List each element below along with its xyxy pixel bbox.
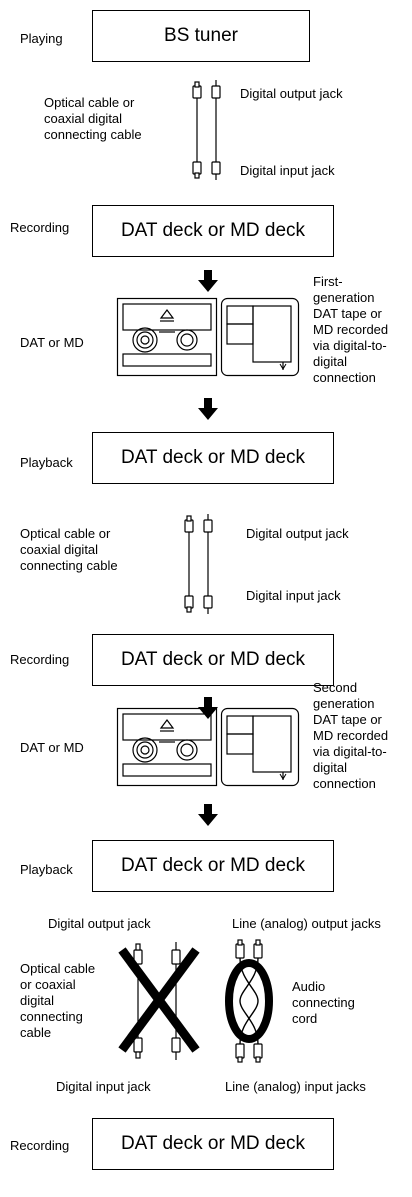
device-box: DAT deck or MD deck — [92, 205, 334, 257]
prohibited-digital-cable-icon — [118, 942, 200, 1060]
cable-label: Optical cable or coaxial digital connect… — [20, 526, 118, 573]
digital-output-label: Digital output jack — [48, 916, 151, 931]
device-box: DAT deck or MD deck — [92, 432, 334, 484]
stage-role-label: Recording — [10, 652, 70, 667]
device-box: DAT deck or MD deck — [92, 840, 334, 892]
md-disc-icon — [220, 707, 300, 787]
stage-role-label: Recording — [10, 220, 70, 235]
md-disc-icon — [220, 297, 300, 377]
arrow-down-icon — [198, 804, 218, 826]
media-label: DAT or MD — [20, 740, 84, 755]
stage-role-label: Playback — [20, 455, 73, 470]
arrow-down-icon — [198, 398, 218, 420]
cable-pair-icon — [192, 80, 221, 180]
dat-cassette-icon — [116, 297, 218, 377]
analog-output-label: Line (analog) output jacks — [232, 916, 381, 931]
media-note: Second generation DAT tape or MD recorde… — [313, 680, 389, 791]
cable-label: Optical cable or coaxial digital connect… — [44, 95, 142, 142]
device-box: DAT deck or MD deck — [92, 634, 334, 686]
arrow-down-icon — [198, 270, 218, 292]
output-jack-label: Digital output jack — [240, 86, 343, 101]
media-label: DAT or MD — [20, 335, 84, 350]
audio-cord-icon — [225, 939, 273, 1063]
stage-role-label: Playing — [20, 31, 63, 46]
input-jack-label: Digital input jack — [240, 163, 335, 178]
analog-input-label: Line (analog) input jacks — [225, 1079, 366, 1094]
output-jack-label: Digital output jack — [246, 526, 349, 541]
device-box: BS tuner — [92, 10, 310, 62]
digital-cable-label: Optical cable or coaxial digital connect… — [20, 961, 96, 1040]
stage-role-label: Recording — [10, 1138, 70, 1153]
analog-cable-label: Audio connecting cord — [292, 979, 355, 1026]
dat-cassette-icon — [116, 707, 218, 787]
input-jack-label: Digital input jack — [246, 588, 341, 603]
media-note: First- generation DAT tape or MD recorde… — [313, 274, 389, 385]
cable-pair-icon — [184, 514, 213, 614]
stage-role-label: Playback — [20, 862, 73, 877]
device-box: DAT deck or MD deck — [92, 1118, 334, 1170]
digital-input-label: Digital input jack — [56, 1079, 151, 1094]
